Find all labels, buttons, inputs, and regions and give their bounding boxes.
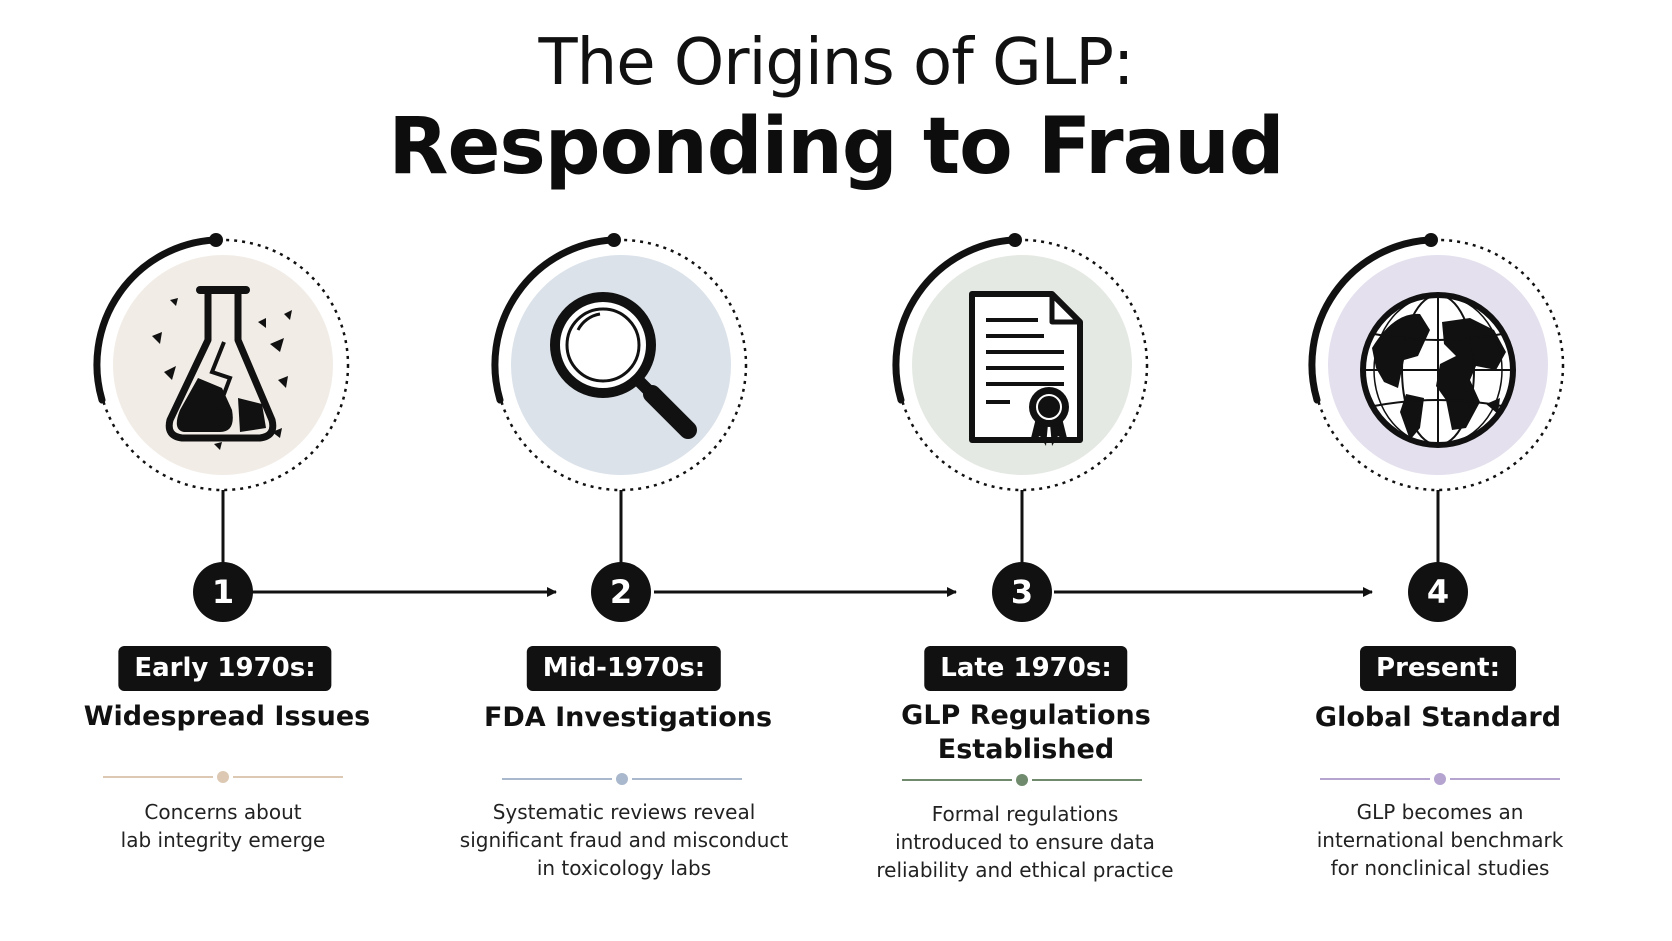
description-line: Formal regulations bbox=[931, 802, 1119, 826]
milestone-heading: FDA Investigations bbox=[468, 701, 788, 735]
milestone-3: 3 bbox=[892, 233, 1149, 622]
magnifying-glass-icon bbox=[550, 292, 697, 439]
description-line: Systematic reviews reveal bbox=[492, 800, 756, 824]
milestone-1: 1 bbox=[93, 233, 350, 622]
broken-flask-icon bbox=[152, 286, 292, 450]
milestone-number: 3 bbox=[1011, 573, 1033, 611]
milestone-number: 2 bbox=[610, 573, 632, 611]
milestone-heading: Global Standard bbox=[1278, 701, 1598, 735]
description-line: in toxicology labs bbox=[536, 856, 712, 880]
certified-document-icon bbox=[969, 291, 1083, 446]
globe-icon bbox=[1360, 292, 1516, 448]
milestone-number: 1 bbox=[212, 573, 234, 611]
description-line: GLP becomes an bbox=[1356, 800, 1524, 824]
description-line: Concerns about bbox=[144, 800, 302, 824]
heading-line: Widespread Issues bbox=[83, 701, 371, 732]
description-line: lab integrity emerge bbox=[120, 828, 326, 852]
divider bbox=[902, 774, 1142, 786]
heading-line: Global Standard bbox=[1314, 702, 1562, 733]
divider bbox=[1320, 773, 1560, 785]
milestone-description: GLP becomes an international benchmark f… bbox=[1270, 798, 1610, 882]
period-badge: Present: bbox=[1360, 646, 1516, 691]
milestone-description: Formal regulations introduced to ensure … bbox=[855, 800, 1195, 884]
description-line: introduced to ensure data bbox=[895, 830, 1155, 854]
period-badge: Mid-1970s: bbox=[526, 646, 722, 691]
description-line: reliability and ethical practice bbox=[876, 858, 1174, 882]
heading-line: FDA Investigations bbox=[483, 702, 773, 733]
heading-line: GLP Regulations bbox=[901, 700, 1151, 731]
milestone-description: Concerns about lab integrity emerge bbox=[53, 798, 393, 854]
milestone-description: Systematic reviews reveal significant fr… bbox=[454, 798, 794, 882]
milestone-heading: Widespread Issues bbox=[67, 700, 387, 734]
description-line: for nonclinical studies bbox=[1330, 856, 1550, 880]
description-line: significant fraud and misconduct bbox=[459, 828, 789, 852]
heading-line: Established bbox=[937, 734, 1115, 765]
title-line-1: The Origins of GLP: bbox=[538, 26, 1135, 100]
title-line-2: Responding to Fraud bbox=[388, 102, 1284, 192]
description-line: international benchmark bbox=[1316, 828, 1564, 852]
milestone-4: 4 bbox=[1308, 233, 1565, 622]
milestone-heading: GLP Regulations Established bbox=[866, 699, 1186, 767]
period-badge: Late 1970s: bbox=[924, 646, 1128, 691]
divider bbox=[103, 771, 343, 783]
milestone-2: 2 bbox=[491, 233, 748, 622]
period-badge: Early 1970s: bbox=[118, 646, 332, 691]
divider bbox=[502, 773, 742, 785]
milestone-number: 4 bbox=[1427, 573, 1449, 611]
